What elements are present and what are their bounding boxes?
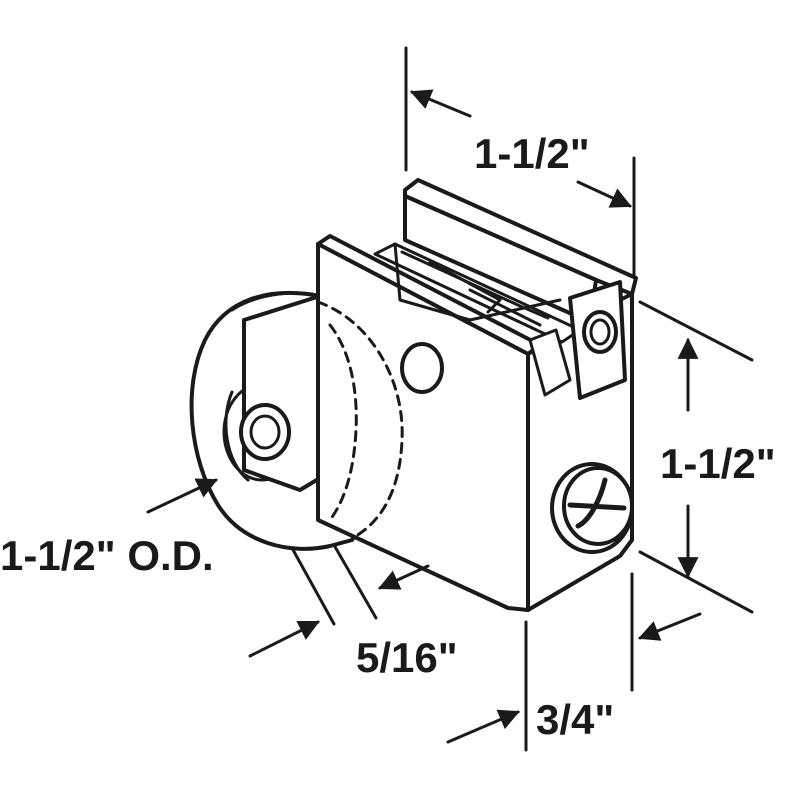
rear-plate bbox=[403, 178, 638, 324]
dimension-top-width: 1-1/2" bbox=[404, 46, 636, 278]
dimension-wheel-od: 1-1/2" O.D. bbox=[0, 478, 218, 579]
spring-clip bbox=[373, 242, 627, 400]
dimension-right-height: 1-1/2" bbox=[638, 300, 776, 614]
dimension-wheel-thickness: 5/16" bbox=[248, 543, 458, 681]
side-hole-icon bbox=[582, 310, 618, 354]
dimension-depth: 3/4" bbox=[446, 572, 702, 752]
label-wheel-thickness: 5/16" bbox=[356, 634, 458, 681]
label-wheel-od: 1-1/2" O.D. bbox=[0, 532, 214, 579]
label-right-height: 1-1/2" bbox=[660, 440, 776, 487]
axle-icon bbox=[239, 403, 291, 461]
mounting-hole-icon bbox=[400, 342, 444, 394]
axle-bracket bbox=[239, 294, 322, 492]
label-top-width: 1-1/2" bbox=[474, 130, 590, 177]
phillips-screw-icon bbox=[550, 462, 634, 554]
label-depth: 3/4" bbox=[536, 696, 614, 743]
